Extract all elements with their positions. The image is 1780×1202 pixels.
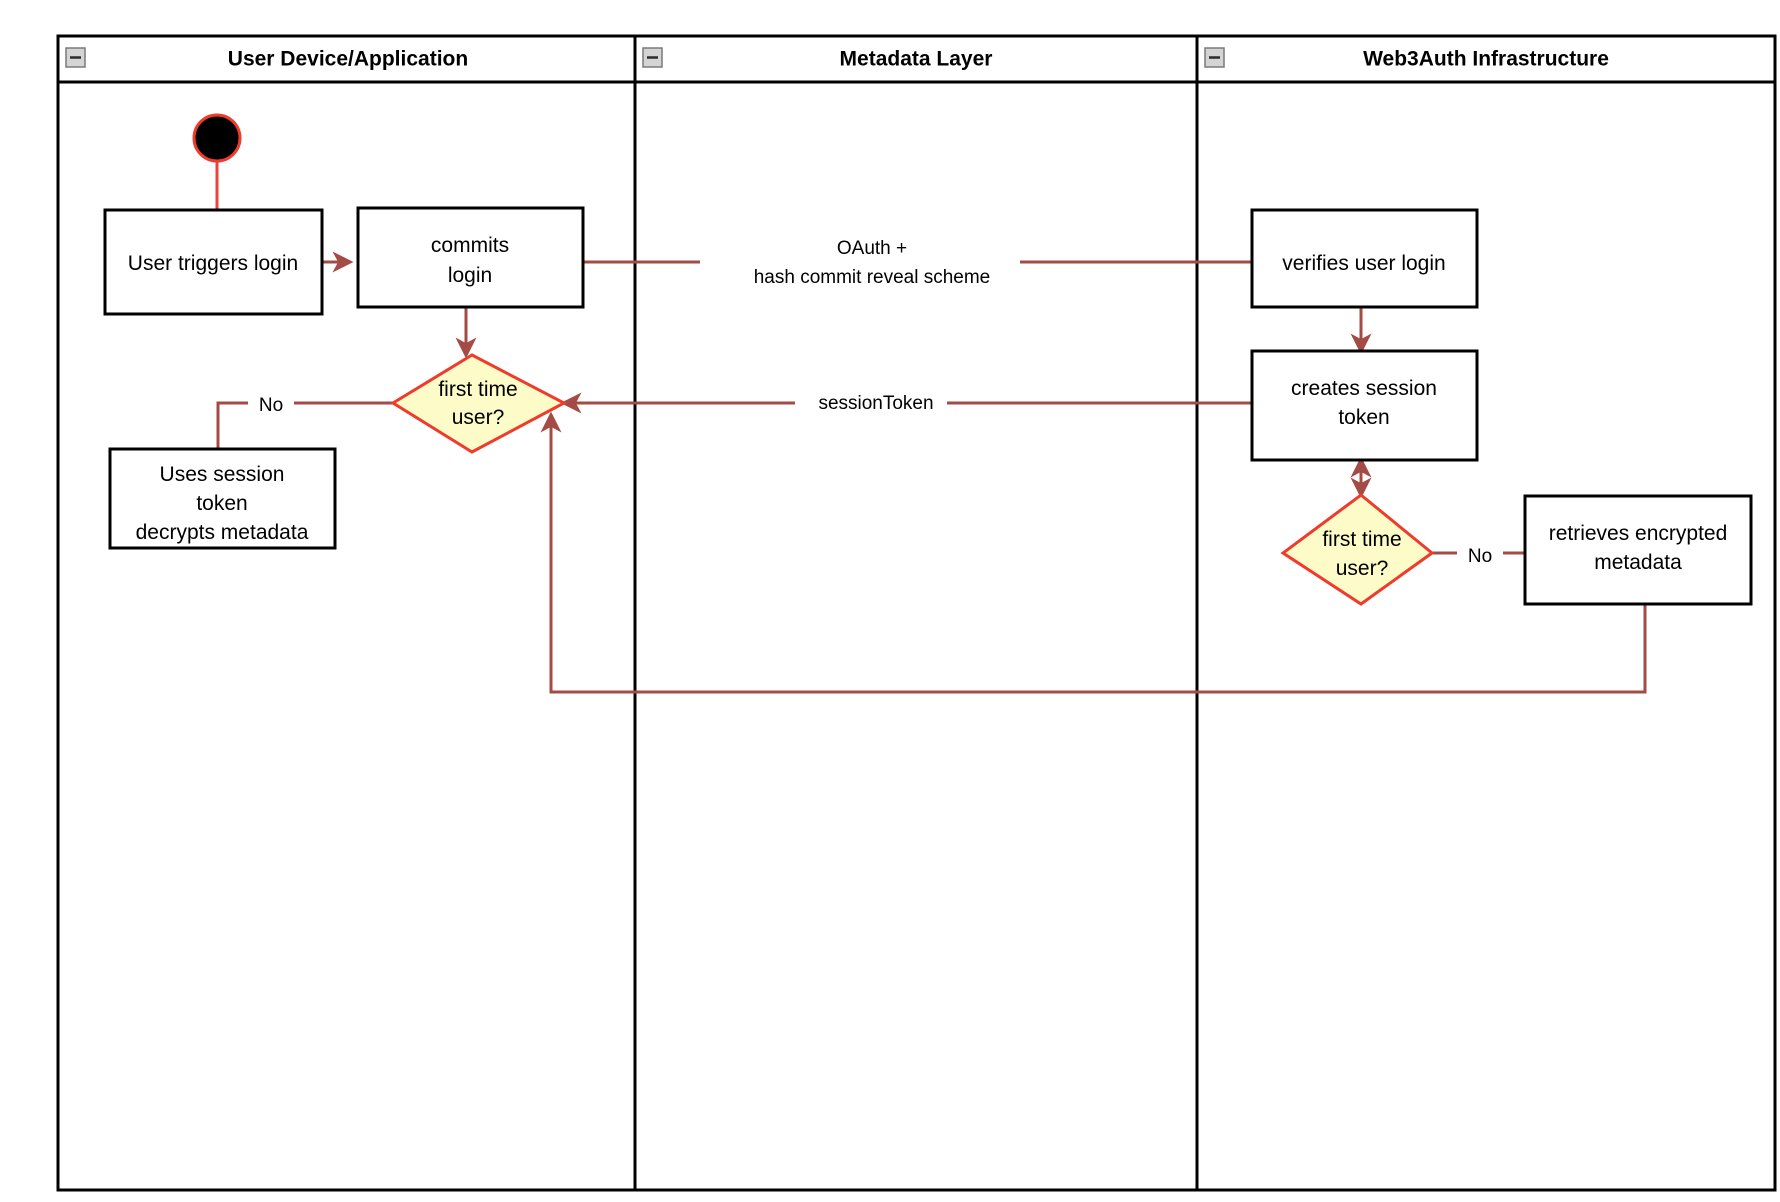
node-uses-session-token-line-0: Uses session — [160, 463, 285, 486]
node-retrieves-encrypted-metadata-line-1: metadata — [1594, 551, 1682, 574]
node-verifies-user-login-line-0: verifies user login — [1282, 252, 1445, 275]
node-first-time-user-server-line-0: first time — [1322, 528, 1401, 551]
node-retrieves-encrypted-metadata-line-0: retrieves encrypted — [1549, 522, 1728, 545]
node-first-time-user-client-line-0: first time — [438, 378, 517, 401]
edge-label-oauth-line-1: OAuth + — [837, 238, 907, 259]
edge-label-no-server: No — [1457, 540, 1503, 569]
node-commits-login[interactable]: commits login — [356, 206, 585, 309]
edge-decision-no-client — [216, 401, 393, 449]
minus-box-icon[interactable] — [1204, 47, 1225, 68]
minus-box-icon[interactable] — [65, 47, 86, 68]
lane-user-device-title: User Device/Application — [228, 48, 468, 71]
edge-label-session-token-text: sessionToken — [818, 393, 933, 414]
edge-retrieves-back-to-client-decision — [540, 411, 1647, 694]
node-verifies-user-login[interactable]: verifies user login — [1250, 208, 1479, 309]
edge-label-no-server-text: No — [1468, 546, 1492, 567]
node-first-time-user-server-line-1: user? — [1336, 557, 1389, 580]
lane-metadata-title: Metadata Layer — [840, 48, 993, 71]
node-user-triggers-login-line-0: User triggers login — [128, 252, 298, 275]
node-uses-session-token-line-1: token — [196, 492, 247, 515]
node-commits-login-line-1: login — [448, 264, 492, 287]
node-first-time-user-client[interactable]: first time user? — [390, 353, 568, 454]
edge-label-no-client-text: No — [259, 395, 283, 416]
edge-label-session-token: sessionToken — [795, 385, 947, 415]
edge-label-no-client: No — [248, 389, 294, 418]
lane-metadata-frame — [633, 34, 1199, 1192]
start-node[interactable] — [192, 113, 242, 163]
node-first-time-user-client-line-1: user? — [452, 406, 505, 429]
node-commits-login-line-0: commits — [431, 234, 509, 257]
minus-box-icon[interactable] — [642, 47, 663, 68]
node-creates-session-token-line-1: token — [1338, 406, 1389, 429]
node-creates-session-token-line-0: creates session — [1291, 377, 1437, 400]
node-uses-session-token[interactable]: Uses session token decrypts metadata — [108, 447, 337, 550]
edge-label-oauth: OAuth + hash commit reveal scheme — [700, 232, 1020, 294]
node-retrieves-encrypted-metadata[interactable]: retrieves encrypted metadata — [1523, 494, 1753, 606]
node-creates-session-token[interactable]: creates session token — [1250, 349, 1479, 462]
lane-web3auth-title: Web3Auth Infrastructure — [1363, 48, 1609, 71]
node-uses-session-token-line-2: decrypts metadata — [136, 521, 309, 544]
lane-metadata[interactable]: Metadata Layer — [633, 34, 1199, 1192]
node-user-triggers-login[interactable]: User triggers login — [103, 208, 324, 316]
node-first-time-user-server[interactable]: first time user? — [1280, 493, 1435, 606]
edge-label-oauth-line-2: hash commit reveal scheme — [754, 267, 991, 288]
